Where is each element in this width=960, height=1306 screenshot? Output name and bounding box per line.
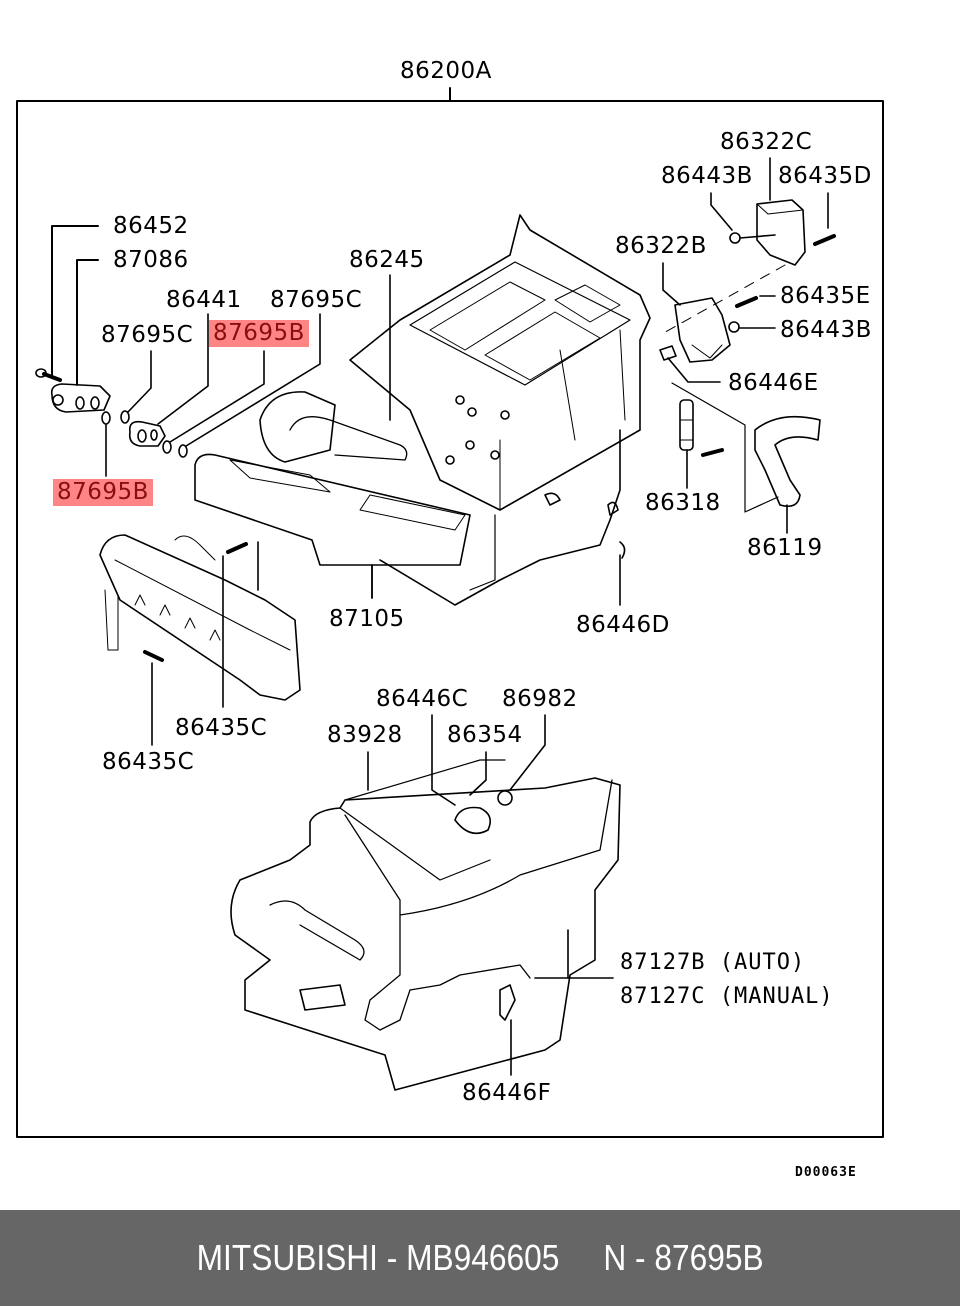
dashed-axis [659,264,786,336]
label-86318: 86318 [645,490,721,516]
label-87695c-top: 87695C [270,287,363,313]
o-ring-87695c-left [120,410,130,424]
label-86446d: 86446D [576,612,670,638]
nut-icon-86443b [728,321,740,333]
label-86446e: 86446E [728,370,819,396]
o-ring-87695c-mid [178,444,188,458]
label-86322b: 86322B [615,233,707,259]
drawing-code: D00063E [795,1165,857,1180]
label-86982: 86982 [502,686,578,712]
nut-icon [729,232,741,244]
leader-87086 [76,259,99,386]
o-ring-87695b-left [101,411,111,425]
fitting-part [128,420,166,447]
label-86452: 86452 [113,213,189,239]
lever-86119 [754,415,821,508]
leader-86354 [469,751,487,796]
clip-86446e [659,345,677,361]
mode-door-linkage [99,534,301,701]
label-87695c-left: 87695C [101,322,194,348]
label-87127b: 87127B (AUTO) [620,950,806,975]
leader-86443b-top [710,192,733,231]
label-86446c: 86446C [376,686,469,712]
leader-87695c-left [127,350,152,413]
bracket-86119 [671,382,779,513]
label-86322c: 86322C [720,129,813,155]
leader-86452 [51,225,99,379]
evaporator-part [194,391,471,566]
leader-86446c [431,714,456,806]
label-86435c-a: 86435C [175,715,268,741]
heater-unit-lower [230,759,621,1091]
bolt-icon [35,368,62,382]
screw-icon-86435e [735,296,758,308]
label-86435d: 86435D [778,163,872,189]
label-83928: 83928 [327,722,403,748]
label-86435e: 86435E [780,283,871,309]
diagram-linework [16,87,884,1138]
leader-86982 [509,714,546,791]
footer-part-info: MITSUBISHI - MB946605 N - 87695B [196,1237,764,1278]
heater-case-upper [349,214,651,511]
expansion-valve-part [50,383,111,413]
heater-case-lower [371,429,621,606]
label-86443b-right: 86443B [780,317,872,343]
label-86441: 86441 [166,287,242,313]
leader-87695c-top [185,313,321,447]
label-86435c-b: 86435C [102,749,195,775]
label-87086: 87086 [113,247,189,273]
label-87695b-left-highlighted[interactable]: 87695B [53,479,153,506]
o-ring-87695b-mid [162,440,172,454]
label-86119: 86119 [747,535,823,561]
leader-87695b-top [169,350,265,443]
screw-icon-86435c-b [143,650,164,662]
label-86245: 86245 [349,247,425,273]
leader-86322b [662,262,681,306]
label-86200a: 86200A [400,58,492,84]
actuator-86322b [674,297,731,363]
actuator-86322c [739,199,806,266]
label-86446f: 86446F [462,1080,552,1106]
footer-banner: MITSUBISHI - MB946605 N - 87695B [0,1210,960,1306]
label-86443b-top: 86443B [661,163,753,189]
label-87127c: 87127C (MANUAL) [620,984,834,1009]
clip-86446d [619,541,626,559]
leader-86441 [157,313,209,425]
parts-diagram: 86200A 86452 87086 86441 87695C 87695C 8… [16,58,884,1180]
label-87695b-top-highlighted[interactable]: 87695B [209,320,309,347]
screw-icon [813,234,836,246]
leader-86446e [667,357,721,383]
label-87105: 87105 [329,606,405,632]
label-86354: 86354 [447,722,523,748]
